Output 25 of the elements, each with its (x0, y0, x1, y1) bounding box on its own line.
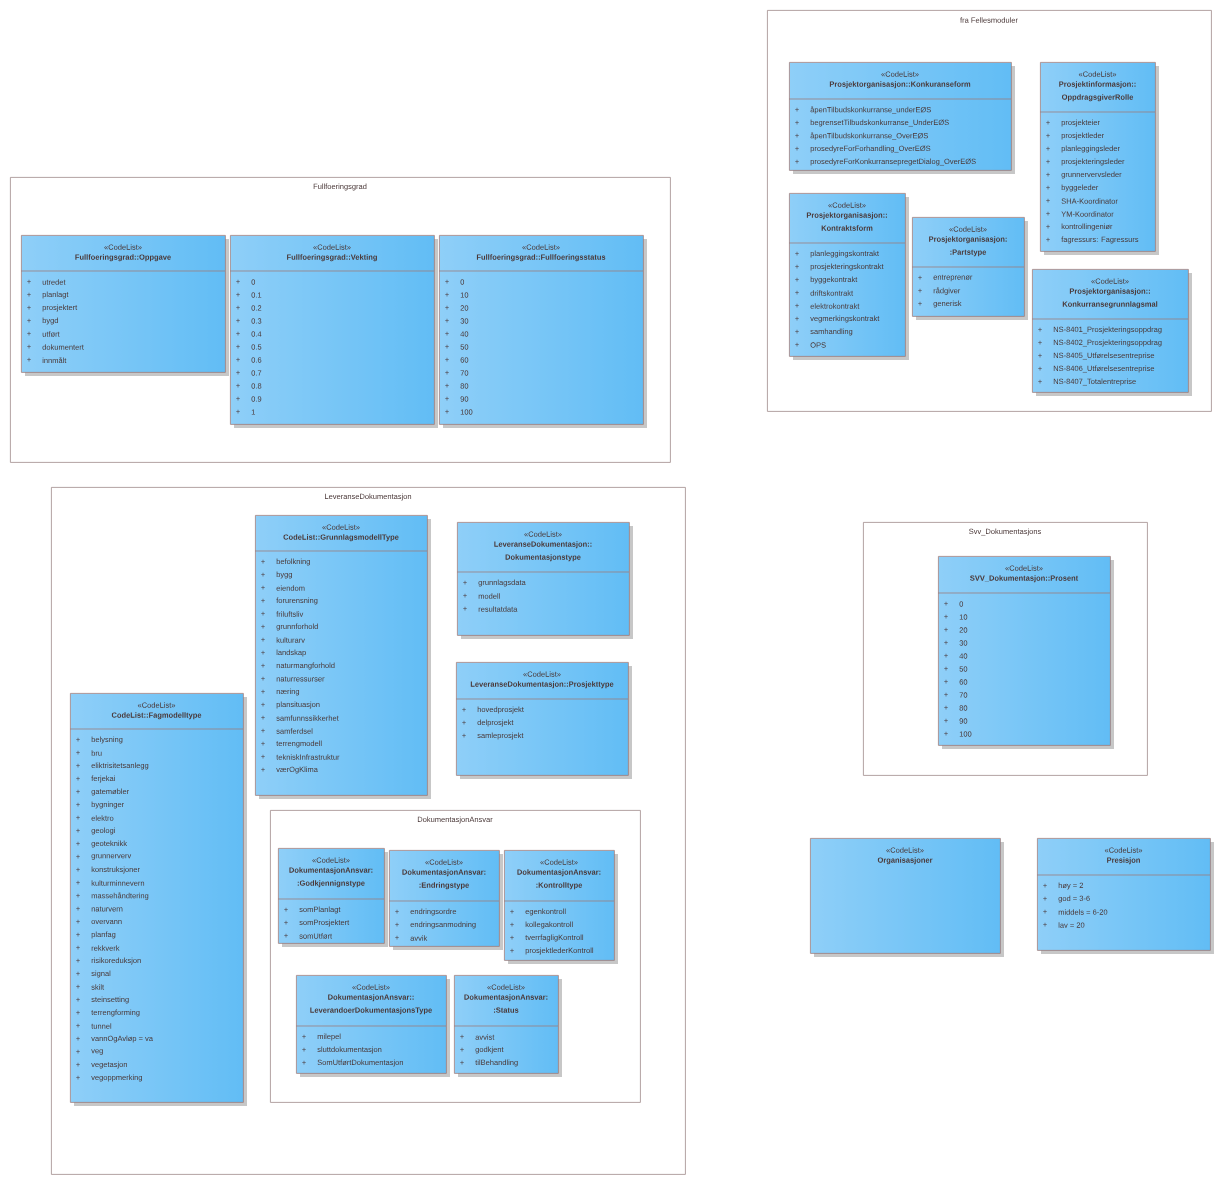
class-box (788, 62, 1015, 174)
class-box (277, 848, 388, 947)
class-box (456, 522, 633, 639)
class-box (911, 217, 1028, 320)
class-box (455, 662, 632, 779)
class-box (229, 235, 438, 428)
package-frame (767, 10, 1212, 412)
class-box (69, 693, 247, 1106)
package-frame (51, 487, 686, 1175)
class-box (453, 975, 562, 1077)
class-box (438, 235, 647, 428)
class-box (20, 235, 229, 376)
class-box (388, 850, 503, 950)
class-box (295, 975, 450, 1077)
package-frame (863, 522, 1148, 776)
class-box (788, 193, 909, 360)
class-box (1031, 269, 1192, 396)
package-frame (10, 177, 671, 463)
class-box (254, 515, 431, 799)
class-box (810, 838, 1004, 957)
class-box (1039, 62, 1159, 255)
class-box (937, 556, 1114, 749)
package-frame (270, 810, 641, 1103)
class-box (503, 850, 618, 964)
class-box (1036, 838, 1214, 954)
